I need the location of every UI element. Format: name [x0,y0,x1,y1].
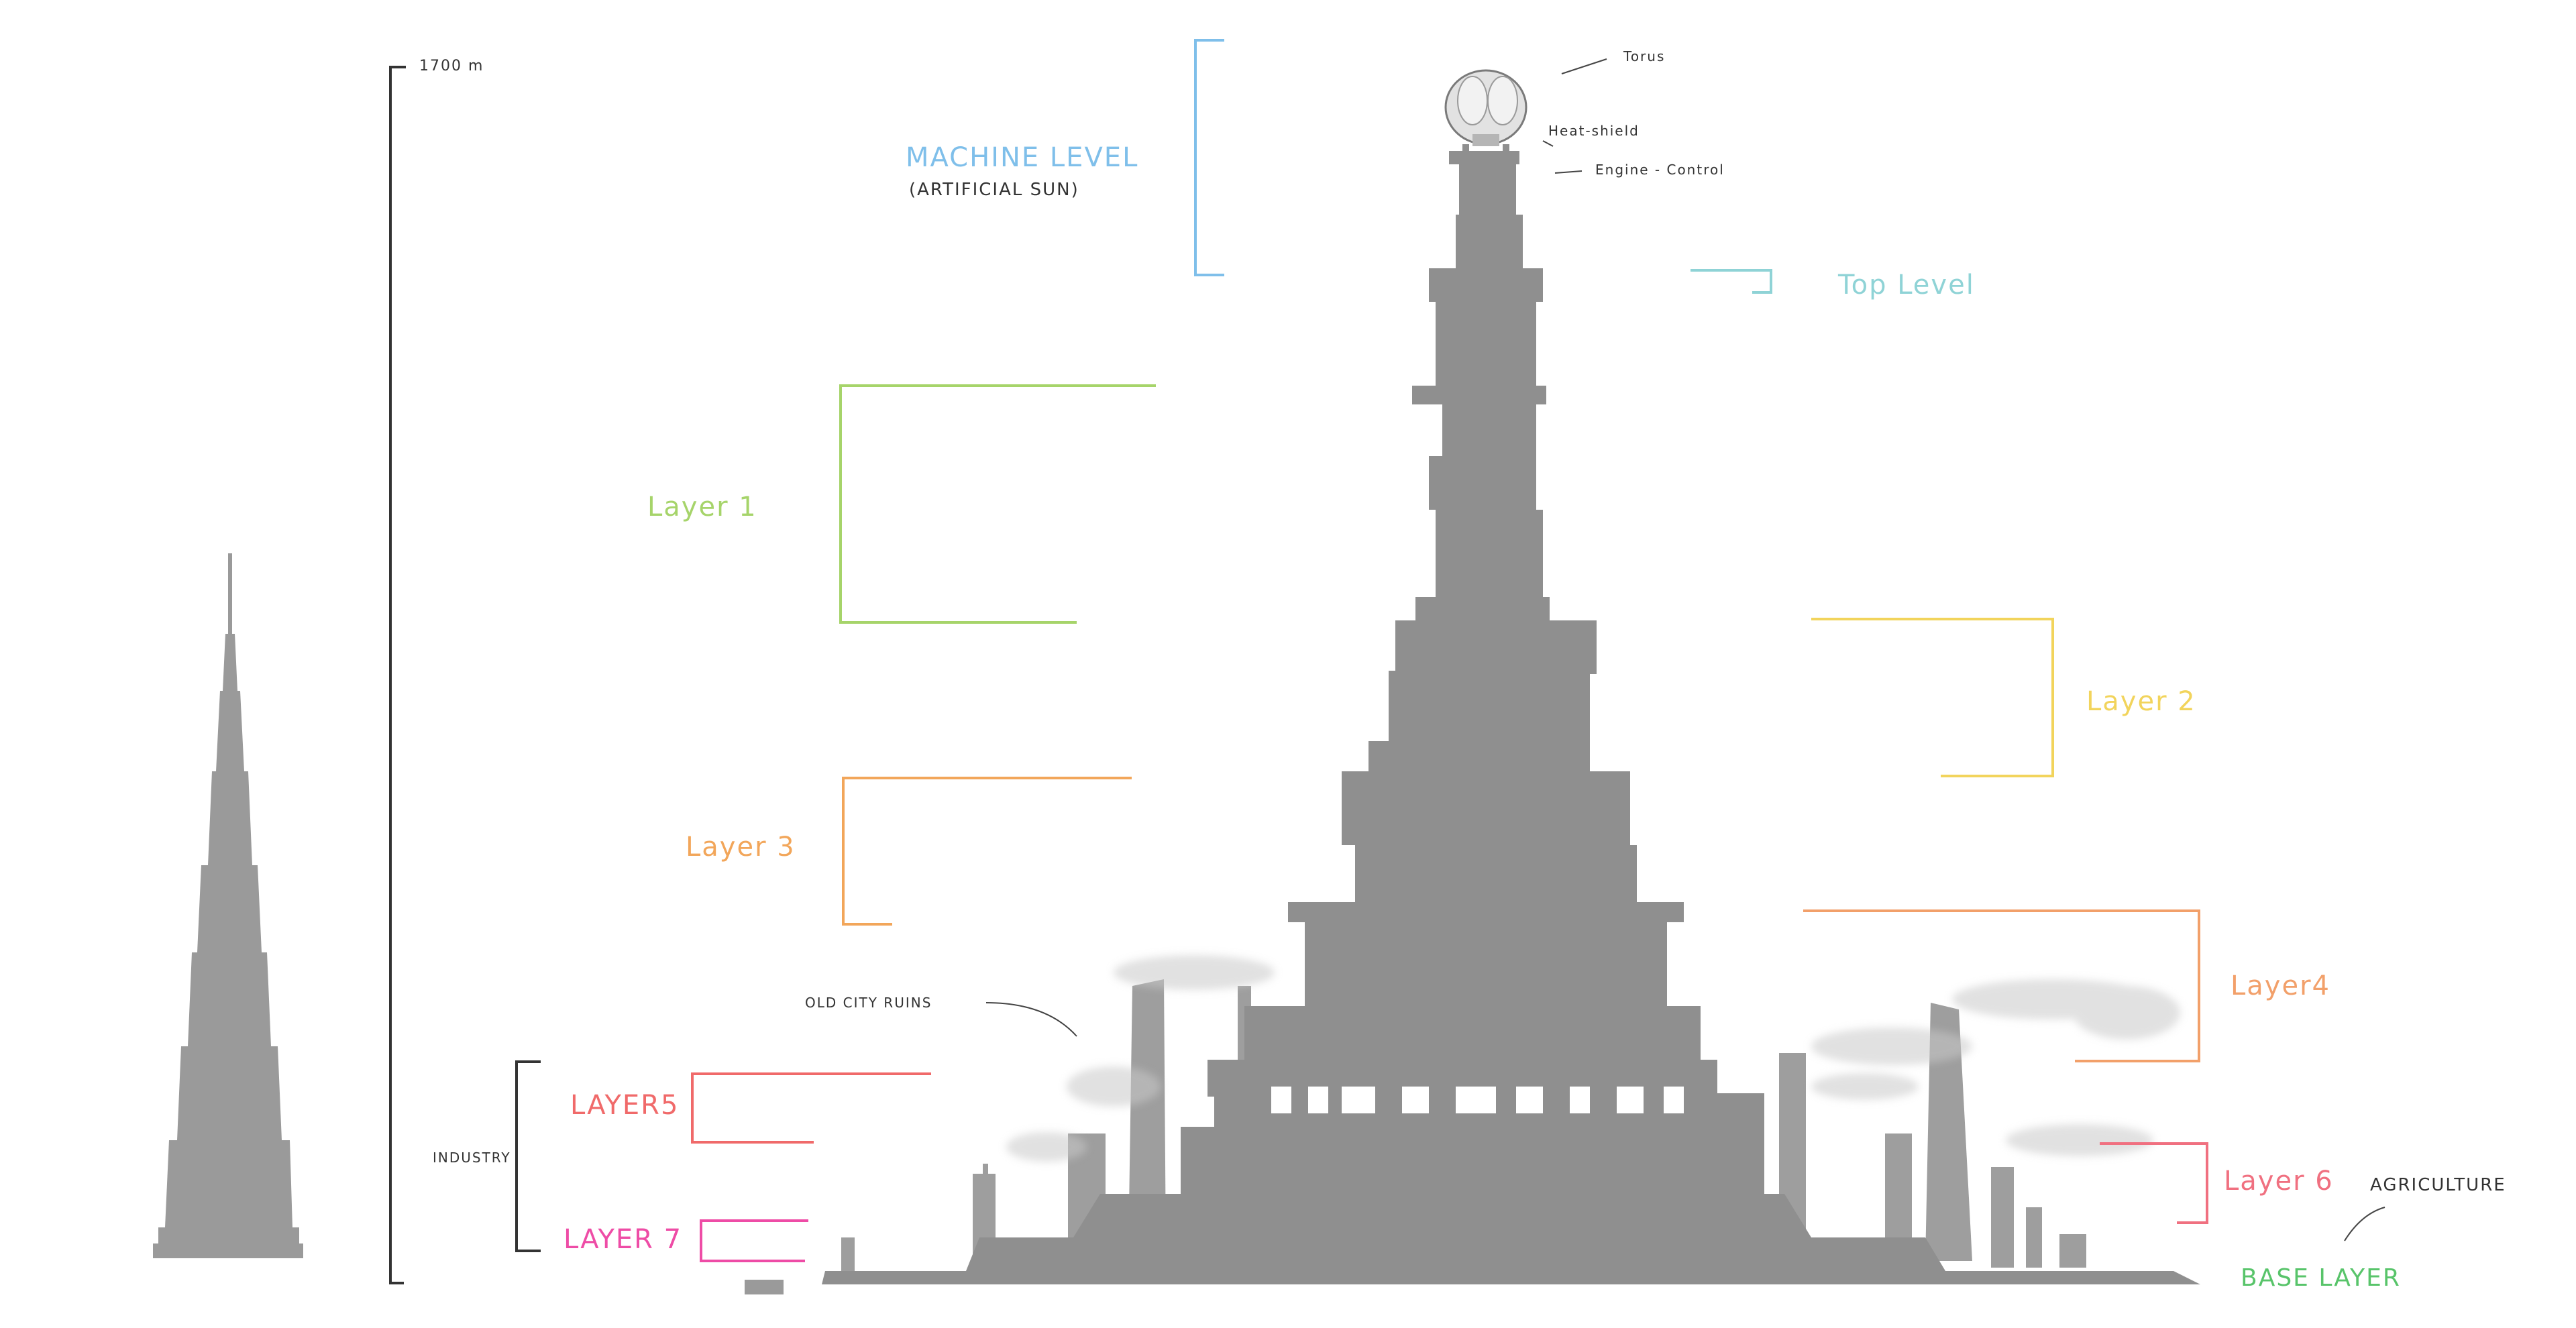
layer5-bracket [691,1072,931,1144]
layer1-label: Layer 1 [647,492,757,522]
engine-control-label: Engine - Control [1595,162,1725,178]
machine-level-subtitle: (ARTIFICIAL SUN) [909,180,1079,200]
artificial-sun-torus [1444,69,1527,146]
layer6-label: Layer 6 [2224,1166,2334,1197]
top-level-label: Top Level [1838,270,1975,300]
base-layer-label: BASE LAYER [2241,1264,2401,1292]
agriculture-label: AGRICULTURE [2370,1175,2506,1195]
layer3-label: Layer 3 [686,832,796,863]
height-scale [389,66,406,1284]
level-brackets [515,39,2208,1262]
layer4-bracket [1803,909,2200,1062]
layer2-bracket [1811,618,2054,777]
top-level-bracket [1690,269,1772,294]
torus-label: Torus [1623,48,1666,64]
layer6-bracket [2100,1142,2208,1224]
tower-openings [1271,1087,1684,1113]
machine-level-bracket [1194,39,1224,276]
old-city-ruins-label: OLD CITY RUINS [805,995,932,1011]
height-label: 1700 m [419,58,484,74]
reference-skyscraper [153,553,784,1294]
industry-label: INDUSTRY [433,1150,511,1166]
industry-bracket [515,1060,541,1252]
tower [822,144,2200,1284]
callout-lines [985,58,2385,1241]
heat-shield-label: Heat-shield [1548,123,1640,139]
layer5-label: LAYER5 [570,1090,680,1121]
layer4-label: Layer4 [2231,971,2330,1001]
machine-level-title: MACHINE LEVEL [906,142,1139,173]
layer7-bracket [700,1219,808,1262]
layer7-label: LAYER 7 [564,1224,683,1255]
layer1-bracket [839,384,1156,624]
layer3-bracket [842,777,1132,926]
smoke-plumes [1006,955,2180,1162]
layer2-label: Layer 2 [2086,686,2196,717]
